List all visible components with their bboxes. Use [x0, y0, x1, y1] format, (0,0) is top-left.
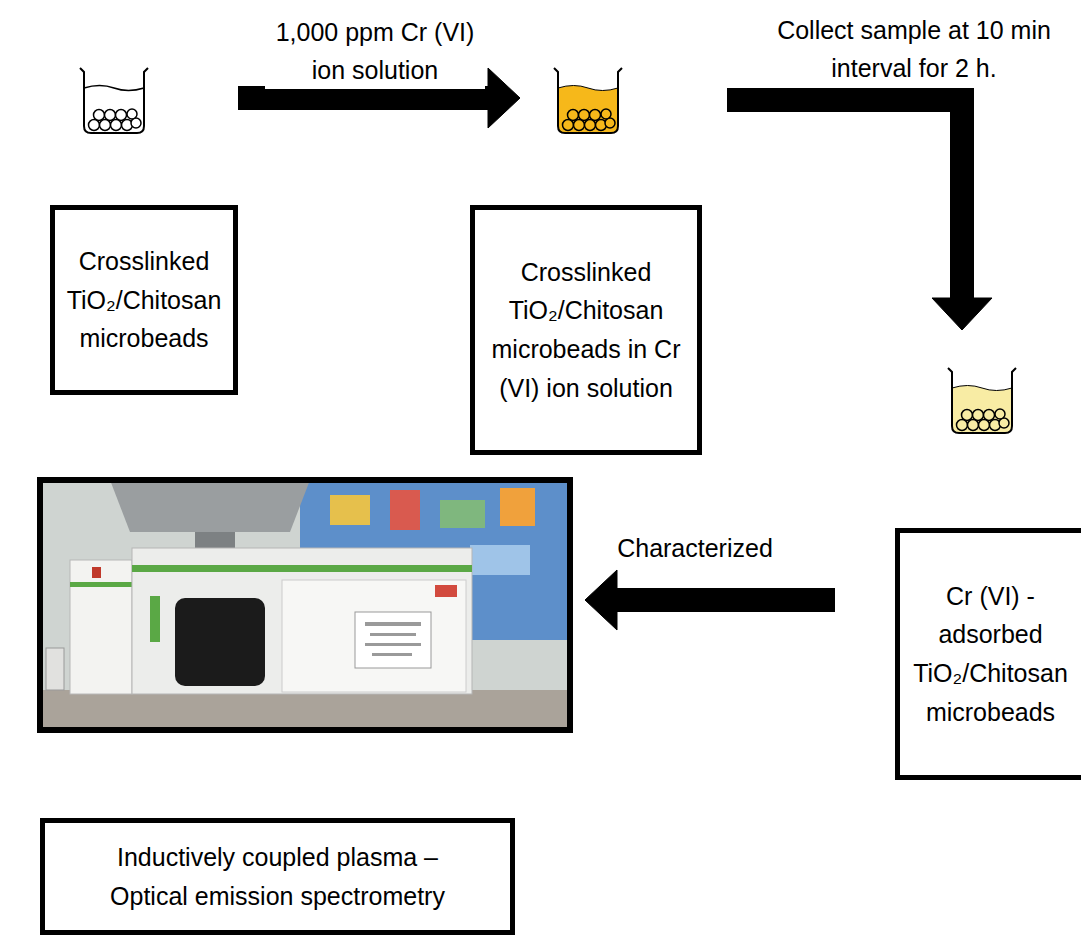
arrow-head [585, 570, 617, 630]
beaker-icon [80, 68, 148, 133]
fume-hood [110, 480, 310, 532]
microbeads-part [957, 420, 968, 431]
microbeads [957, 409, 1010, 431]
microbeads-part [579, 110, 590, 121]
box-text: Crosslinked TiO₂/Chitosan microbeads [63, 242, 225, 358]
microbeads-part [563, 120, 574, 131]
arrow-shaft [616, 588, 835, 612]
microbeads-part [111, 120, 122, 131]
beaker-icon [948, 368, 1016, 433]
photo-content [40, 480, 570, 730]
notice-lines-part [365, 622, 421, 626]
liquid-surface [952, 386, 1012, 391]
beaker-outline [948, 368, 1016, 433]
paper-notice [355, 612, 431, 668]
microbeads-part [968, 420, 979, 431]
microbeads-part [973, 410, 984, 421]
beaker-liquid [952, 386, 1012, 434]
box-text: Inductively coupled plasma – Optical emi… [85, 838, 470, 916]
wall-decoration-part [470, 545, 530, 575]
arrow-shaft [238, 86, 489, 110]
microbeads-part [568, 110, 579, 121]
microbeads-part [962, 410, 973, 421]
photo-frame [40, 480, 570, 730]
wall-decoration-part [330, 495, 370, 525]
beaker-outline [80, 68, 148, 133]
arrow-head [932, 298, 992, 330]
wall [40, 480, 570, 730]
microbeads-part [94, 110, 105, 121]
process-box: Inductively coupled plasma – Optical emi… [40, 818, 515, 935]
liquid-surface [558, 86, 618, 91]
microbeads-part [601, 109, 611, 119]
notice-lines-part [365, 643, 421, 646]
flow-arrow [727, 100, 992, 330]
wall-decoration-part [440, 500, 485, 528]
microbeads-part [585, 120, 596, 131]
notice-lines-part [370, 633, 416, 636]
microbeads-part [590, 110, 601, 121]
instrument-tower [70, 560, 132, 694]
microbeads-part [127, 109, 137, 119]
instrument-panel [282, 580, 466, 692]
process-box: Crosslinked TiO₂/Chitosan microbeads [50, 205, 238, 395]
microbeads [563, 109, 616, 131]
wall-decoration-part [500, 488, 535, 526]
arrow-label: Characterized [610, 530, 780, 568]
beaker-icon [554, 68, 622, 133]
beaker-liquid [558, 86, 618, 134]
arrow-head [488, 68, 520, 128]
beaker-outline [554, 68, 622, 133]
microbeads-part [100, 120, 111, 131]
arrow-label: Collect sample at 10 min interval for 2 … [755, 12, 1073, 87]
icp-photo [40, 480, 570, 730]
bench [40, 690, 570, 730]
microbeads-part [574, 120, 585, 131]
microbeads-part [995, 409, 1005, 419]
instrument-logo [92, 567, 101, 578]
notice-lines [365, 622, 421, 656]
green-trim [70, 582, 132, 587]
door-handle [150, 596, 160, 642]
flow-arrow [585, 570, 835, 630]
bottle [46, 648, 64, 690]
microbeads [89, 109, 142, 131]
torch-door [175, 598, 265, 686]
hood-duct [195, 532, 235, 548]
microbeads-part [984, 410, 995, 421]
process-box: Crosslinked TiO₂/Chitosan microbeads in … [470, 205, 702, 455]
box-text: Crosslinked TiO₂/Chitosan microbeads in … [479, 253, 693, 408]
box-text: Cr (VI) - adsorbed TiO₂/Chitosan microbe… [906, 577, 1075, 732]
label-tag [435, 585, 457, 597]
microbeads-part [105, 110, 116, 121]
beaker-liquid [84, 86, 144, 134]
process-box: Cr (VI) - adsorbed TiO₂/Chitosan microbe… [895, 528, 1081, 780]
microbeads-part [89, 120, 100, 131]
green-trim [132, 565, 472, 572]
liquid-surface [84, 86, 144, 91]
arrow-shaft [727, 100, 962, 299]
instrument-body [132, 548, 472, 694]
microbeads-part [116, 110, 127, 121]
wall-decoration-part [390, 490, 420, 530]
arrow-label: 1,000 ppm Cr (VI) ion solution [265, 14, 485, 89]
microbeads-part [979, 420, 990, 431]
notice-lines-part [372, 653, 412, 656]
